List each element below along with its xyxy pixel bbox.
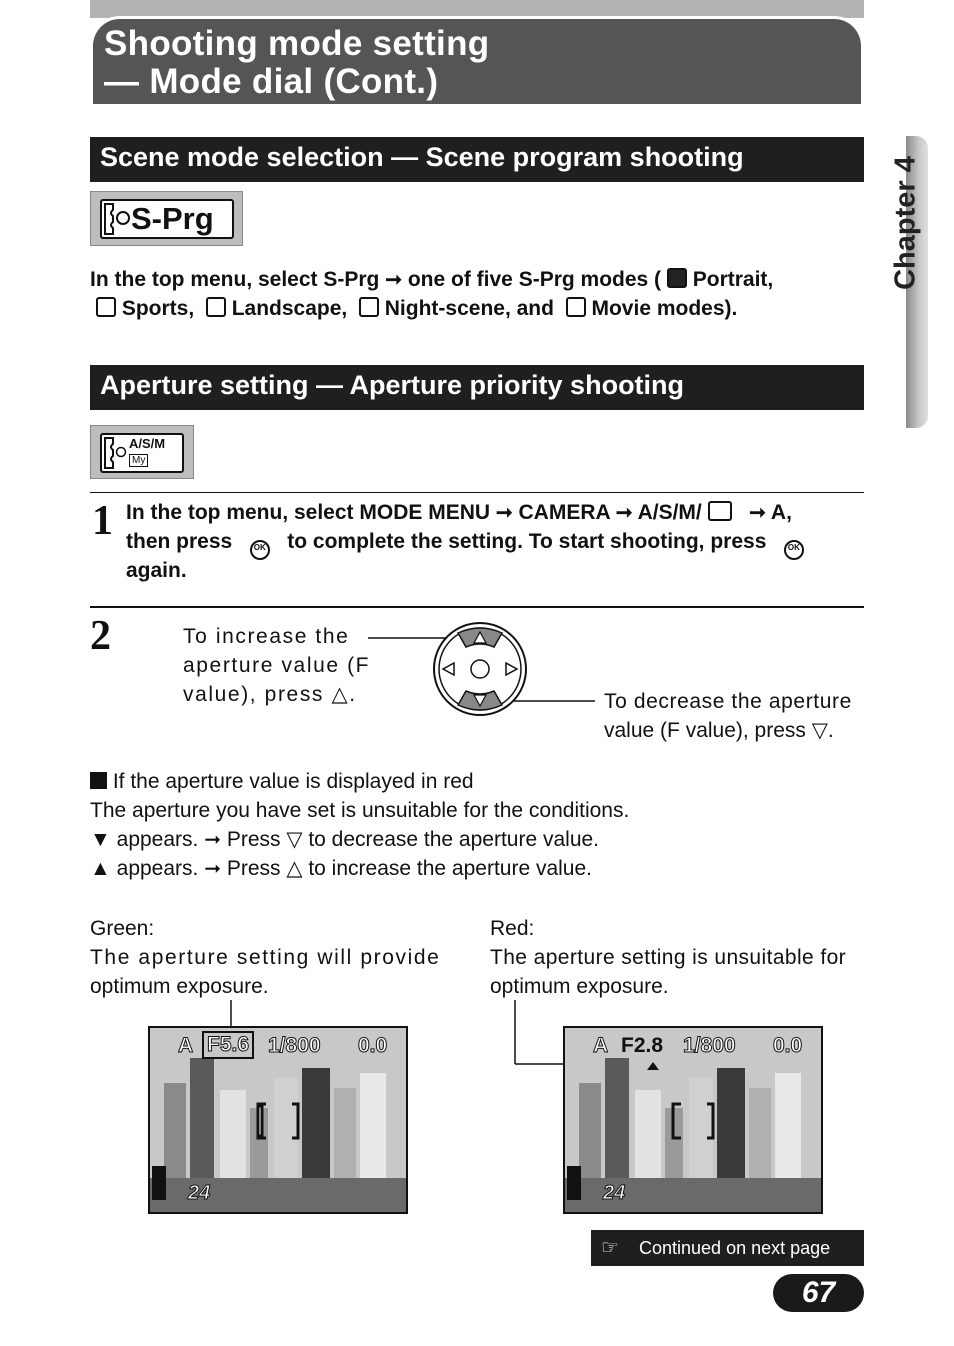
decrease-text-line1: To decrease the aperture [604, 690, 852, 713]
text: In the top menu, select MODE MENU [126, 501, 491, 524]
lcd-shutter: 1/800 [268, 1034, 322, 1058]
increase-text-line2: aperture value (F [183, 654, 371, 677]
lcd-ev: 0.0 [357, 1034, 388, 1058]
city-skyline-image [565, 1028, 821, 1212]
movie-icon [565, 297, 586, 317]
step1-line1: In the top menu, select MODE MENU ➞ CAME… [126, 498, 792, 528]
ok-button-icon: OK [249, 540, 270, 560]
text: Press ▽ to decrease the aperture value. [226, 828, 600, 851]
lcd-shutter: 1/800 [683, 1034, 737, 1058]
sprg-label: S-Prg [131, 201, 214, 236]
red-note-line2: ▼ appears. ➞ Press ▽ to decrease the ape… [90, 825, 599, 855]
red-caption-line2: optimum exposure. [490, 975, 669, 998]
continued-banner: ☞ Continued on next page [591, 1230, 864, 1266]
text: In the top menu, select S-Prg [90, 268, 380, 291]
page-title-line1: Shooting mode setting [104, 24, 490, 63]
arrow-right-icon: ➞ [495, 502, 513, 524]
sprg-dial-icon: S-Prg [90, 191, 243, 246]
green-caption-line1: The aperture setting will provide [90, 946, 441, 969]
decrease-text-line2: value (F value), press ▽. [604, 719, 834, 742]
red-caption-label: Red: [490, 917, 535, 940]
page-number: 67 [773, 1274, 864, 1312]
text: appears. [116, 857, 199, 880]
text: A, [770, 501, 792, 524]
asm-label: A/S/M [129, 436, 166, 451]
text: Sports, [121, 297, 195, 320]
asm-dial-icon: A/S/M My [90, 425, 194, 479]
red-note-heading: If the aperture value is displayed in re… [90, 767, 474, 796]
text: CAMERA [518, 501, 610, 524]
ticket-edge-icon [104, 203, 114, 235]
text: A/S/M/ [637, 501, 702, 524]
landscape-icon [205, 297, 226, 317]
my-label: My [129, 454, 149, 467]
pointing-hand-icon: ☞ [601, 1237, 619, 1259]
lcd-mode: A [592, 1034, 609, 1058]
scene-instructions-line1: In the top menu, select S-Prg ➞ one of f… [90, 265, 773, 295]
arrow-right-icon: ➞ [749, 502, 766, 524]
divider [90, 606, 864, 608]
text: Press △ to increase the aperture value. [226, 857, 593, 880]
text: to complete the setting. To start shooti… [287, 530, 767, 553]
section-header-aperture: Aperture setting — Aperture priority sho… [90, 365, 864, 410]
text: then press [126, 530, 233, 553]
down-triangle-icon: ▼ [90, 828, 111, 851]
section-header-scene: Scene mode selection — Scene program sho… [90, 137, 864, 182]
page-title-line2: — Mode dial (Cont.) [104, 62, 439, 101]
step-number-2: 2 [90, 613, 111, 659]
portrait-icon [666, 268, 687, 288]
city-skyline-image [150, 1028, 406, 1212]
title-banner [90, 16, 864, 104]
chapter-tab [906, 136, 928, 428]
scene-instructions-line2: Sports, Landscape, Night-scene, and Movi… [96, 294, 737, 323]
increase-text-line1: To increase the [183, 625, 350, 648]
arrow-right-icon: ➞ [204, 829, 221, 851]
step1-line2: then press OK to complete the setting. T… [126, 527, 804, 560]
text: Portrait, [692, 268, 774, 291]
lcd-count: 24 [602, 1182, 626, 1205]
continued-text: Continued on next page [639, 1238, 831, 1258]
ticket-edge-icon [104, 437, 114, 469]
arrow-right-icon: ➞ [385, 269, 402, 291]
lcd-mode: A [177, 1034, 194, 1058]
red-caption-line1: The aperture setting is unsuitable for [490, 946, 847, 969]
lcd-screen-green: A F5.6 1/800 0.0 24 [148, 1026, 408, 1214]
red-note-line3: ▲ appears. ➞ Press △ to increase the ape… [90, 854, 592, 884]
sports-icon [96, 297, 116, 317]
arrow-right-icon: ➞ [204, 858, 221, 880]
chapter-label: Chapter 4 [889, 156, 922, 290]
lcd-aperture: F2.8 [621, 1034, 664, 1057]
divider [90, 492, 864, 493]
step1-line3: again. [126, 559, 187, 582]
arrow-right-icon: ➞ [615, 502, 633, 524]
my-mode-icon [707, 501, 732, 521]
header-strip [90, 0, 864, 18]
lcd-aperture: F5.6 [202, 1031, 255, 1059]
lcd-screen-red: A F2.8 1/800 0.0 24 [563, 1026, 823, 1214]
up-triangle-icon: ▲ [90, 857, 111, 880]
text: Movie modes). [591, 297, 738, 320]
green-caption-label: Green: [90, 917, 155, 940]
green-caption-line2: optimum exposure. [90, 975, 269, 998]
lcd-ev: 0.0 [772, 1034, 803, 1058]
lcd-count: 24 [187, 1182, 211, 1205]
dial-mark-icon [115, 446, 127, 458]
red-note-line1: The aperture you have set is unsuitable … [90, 799, 630, 822]
text: If the aperture value is displayed in re… [112, 770, 474, 793]
text: Landscape, [231, 297, 348, 320]
text: one of five S-Prg modes ( [407, 268, 662, 291]
arrow-pad-diagram [368, 622, 595, 716]
ok-button-icon: OK [783, 540, 804, 560]
square-bullet-icon [90, 772, 107, 789]
night-scene-icon [358, 297, 379, 317]
text: appears. [116, 828, 199, 851]
increase-text-line3: value), press △. [183, 683, 357, 706]
text: Night-scene, and [384, 297, 554, 320]
dial-mark-icon [116, 211, 130, 225]
step-number-1: 1 [92, 498, 113, 544]
